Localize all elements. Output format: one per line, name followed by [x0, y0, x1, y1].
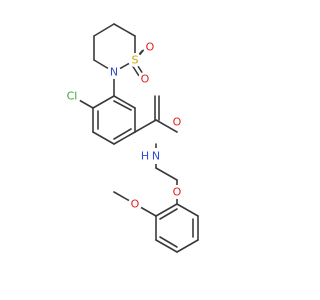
- atom-label-o-ether: O: [173, 186, 182, 199]
- atom-label-cl: Cl: [67, 90, 78, 103]
- bond: [155, 167, 178, 181]
- bond: [92, 131, 115, 145]
- label-halo: [128, 53, 142, 67]
- ether-oxygen-atom: O: [170, 185, 184, 199]
- atom-label-s: S: [132, 54, 139, 67]
- bond: [113, 100, 132, 111]
- atom-label-h-amide: H: [141, 150, 149, 163]
- atom-label-o-s-down: O: [141, 73, 150, 86]
- bond: [113, 128, 132, 140]
- atom-label-o-carbonyl: O: [173, 116, 182, 129]
- bond: [155, 119, 178, 133]
- bond: [93, 23, 115, 37]
- label-halo: [128, 197, 142, 211]
- carbonyl-oxygen-atom: O: [170, 115, 184, 129]
- bond: [92, 95, 115, 109]
- bond: [159, 208, 178, 220]
- bond: [176, 203, 199, 217]
- atom-label-o-s-up: O: [146, 41, 155, 54]
- bond: [113, 131, 136, 145]
- amide-nitrogen-atom: N H: [139, 148, 164, 164]
- label-halo: [63, 87, 81, 105]
- chlorine-atom: Cl: [63, 87, 81, 105]
- bond: [176, 239, 199, 253]
- label-halo: [107, 65, 121, 79]
- molecule-structure: Cl N S O O O N H O: [63, 23, 199, 253]
- label-halo: [170, 115, 184, 129]
- atom-label-n-ring: N: [110, 66, 118, 79]
- label-halo: [139, 150, 151, 162]
- bond: [113, 95, 136, 109]
- label-halo: [138, 72, 152, 86]
- atom-label-nh: N: [152, 150, 160, 163]
- bond: [113, 23, 136, 37]
- ring-nitrogen-atom: N: [107, 65, 121, 79]
- bond: [155, 239, 178, 253]
- bond: [155, 203, 178, 217]
- bond: [159, 236, 178, 248]
- label-halo: [143, 40, 157, 54]
- sulfur-atom: S: [128, 53, 142, 67]
- sulfonyl-oxygen-upper: O: [143, 40, 157, 54]
- atom-labels: Cl N S O O O N H O: [63, 40, 184, 211]
- label-halo: [170, 185, 184, 199]
- methoxy-oxygen-atom: O: [128, 197, 142, 211]
- label-halo: [148, 148, 164, 164]
- sulfonyl-oxygen-lower: O: [138, 72, 152, 86]
- atom-label-o-methoxy: O: [131, 198, 140, 211]
- bond: [131, 64, 140, 77]
- bond: [134, 119, 157, 133]
